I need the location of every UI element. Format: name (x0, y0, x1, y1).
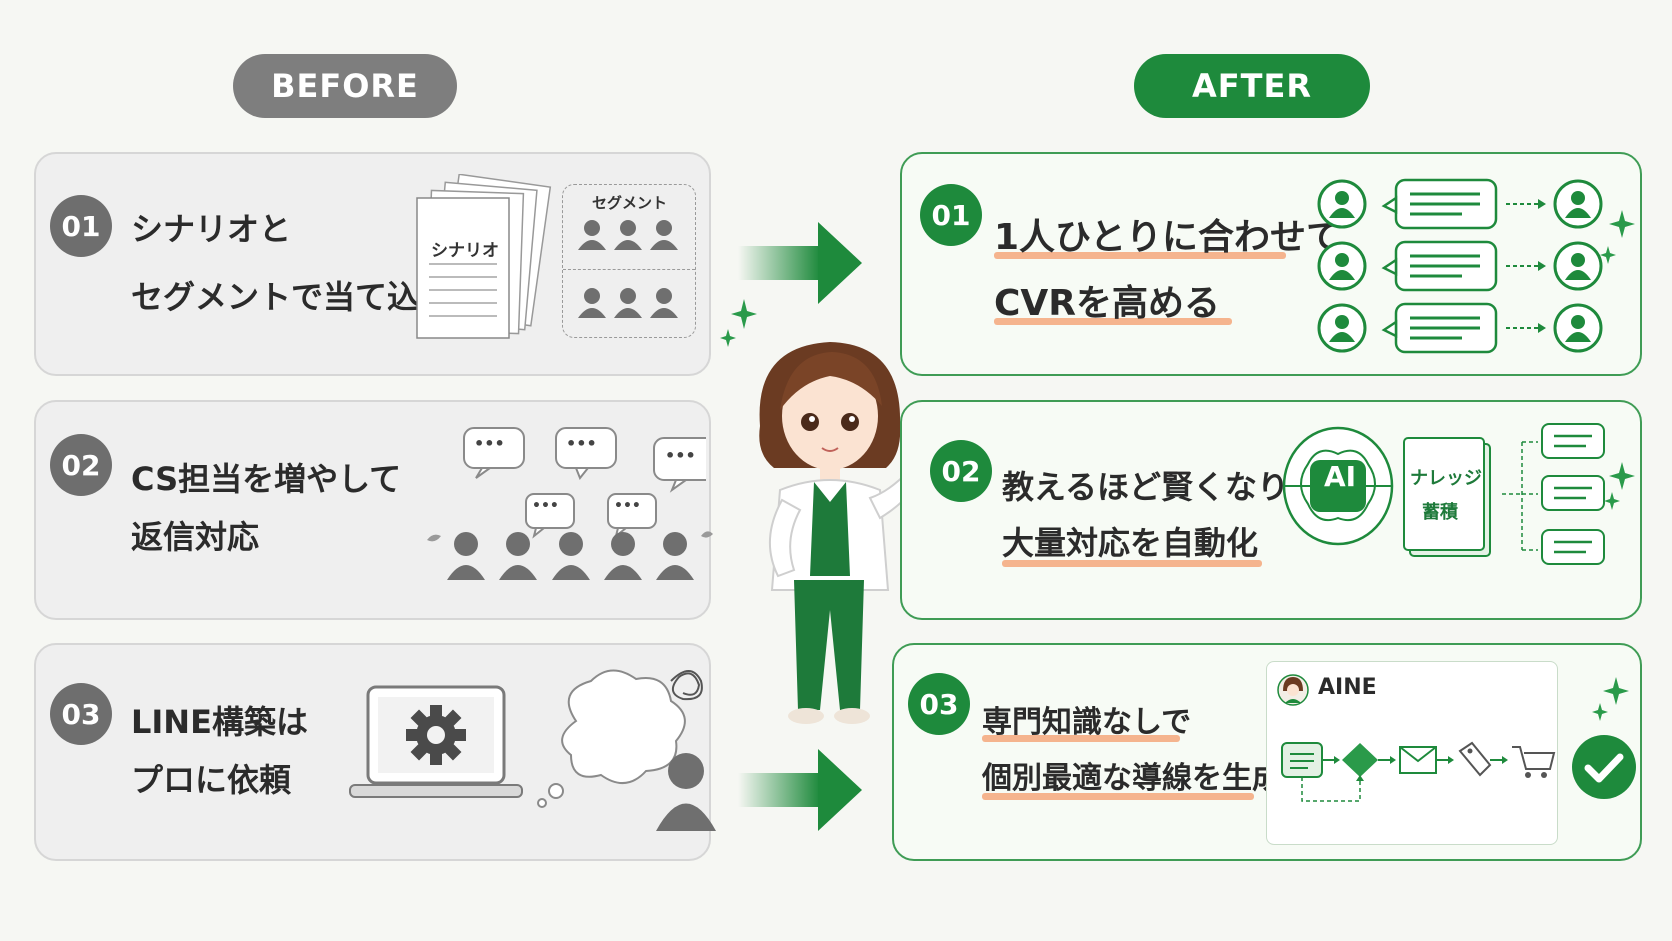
segment-label: セグメント (592, 194, 668, 212)
chat-bubble-text: ••• (566, 434, 597, 453)
after-2-line2: 大量対応を自動化 (1002, 524, 1259, 562)
after-3-line1: 専門知識なしで (982, 705, 1192, 740)
character-illustration (759, 342, 928, 724)
after-1-line1: 1人ひとりに合わせて (994, 217, 1342, 258)
highlight-underline (982, 793, 1254, 800)
segment-box (562, 184, 696, 338)
flow-diagram-icon (1281, 741, 1556, 802)
checkmark-icon (1572, 735, 1636, 799)
document-label: シナリオ (431, 241, 499, 261)
after-2-line1: 教えるほど賢くなり (1002, 468, 1290, 506)
ai-brain-icon (1282, 426, 1394, 546)
personalized-message-flow-icon (1317, 178, 1635, 354)
arrow-right-icon (738, 222, 862, 304)
sparkle-icon (720, 299, 757, 347)
step-number: 02 (50, 434, 112, 496)
document-stack-icon (416, 174, 552, 339)
laptop-settings-icon (349, 685, 523, 798)
auto-reply-bubbles-icon (1502, 423, 1635, 565)
highlight-underline (1002, 560, 1262, 567)
before-1-line1: シナリオと (131, 210, 292, 248)
before-label: BEFORE (233, 54, 457, 118)
step-number: 01 (920, 184, 982, 246)
confused-thought-icon (537, 669, 716, 831)
ai-label: AI (1324, 460, 1357, 493)
after-1-line2: CVRを高める (994, 283, 1221, 324)
before-3-line2: プロに依頼 (131, 761, 292, 799)
highlight-underline (994, 252, 1286, 259)
before-2-line2: 返信対応 (131, 518, 260, 556)
after-label: AFTER (1134, 54, 1370, 118)
operator-people-icon (427, 531, 713, 580)
after-card-3: 03 専門知識なしで 個別最適な導線を生成 AINE (892, 643, 1642, 861)
before-card-1: 01 シナリオと セグメントで当て込む シナリオ セグメント (34, 152, 711, 376)
avatar (1277, 674, 1309, 706)
before-card-3: 03 LINE構築は プロに依頼 (34, 643, 716, 861)
step-number: 01 (50, 195, 112, 257)
step-number: 02 (930, 440, 992, 502)
arrow-right-icon (738, 749, 862, 831)
highlight-underline (994, 318, 1232, 325)
knowledge-label-line1: ナレッジ (1410, 468, 1482, 489)
knowledge-book-icon (1403, 437, 1491, 557)
highlight-underline (982, 735, 1180, 742)
brand-label: AINE (1318, 675, 1377, 700)
knowledge-label-line2: 蓄積 (1422, 502, 1458, 523)
segment-people-icon (578, 220, 678, 318)
chat-bubble-text: ••• (614, 498, 641, 514)
chat-bubbles-icon (463, 427, 706, 539)
chat-bubble-text: ••• (665, 446, 696, 465)
step-number: 03 (50, 683, 112, 745)
before-1-line2: セグメントで当て込む (131, 278, 452, 316)
after-3-line2: 個別最適な導線を生成 (982, 761, 1282, 796)
step-number: 03 (908, 673, 970, 735)
after-card-2: 02 教えるほど賢くなり 大量対応を自動化 AI ナレッジ 蓄積 (900, 400, 1642, 620)
sparkle-icon (1592, 677, 1629, 721)
chat-bubble-text: ••• (474, 434, 505, 453)
before-card-2: 02 CS担当を増やして 返信対応 ••• ••• ••• ••• ••• (34, 400, 713, 620)
after-card-1: 01 1人ひとりに合わせて CVRを高める (900, 152, 1642, 376)
chat-bubble-text: ••• (532, 498, 559, 514)
before-3-line1: LINE構築は (131, 703, 308, 741)
before-2-line1: CS担当を増やして (131, 460, 402, 498)
